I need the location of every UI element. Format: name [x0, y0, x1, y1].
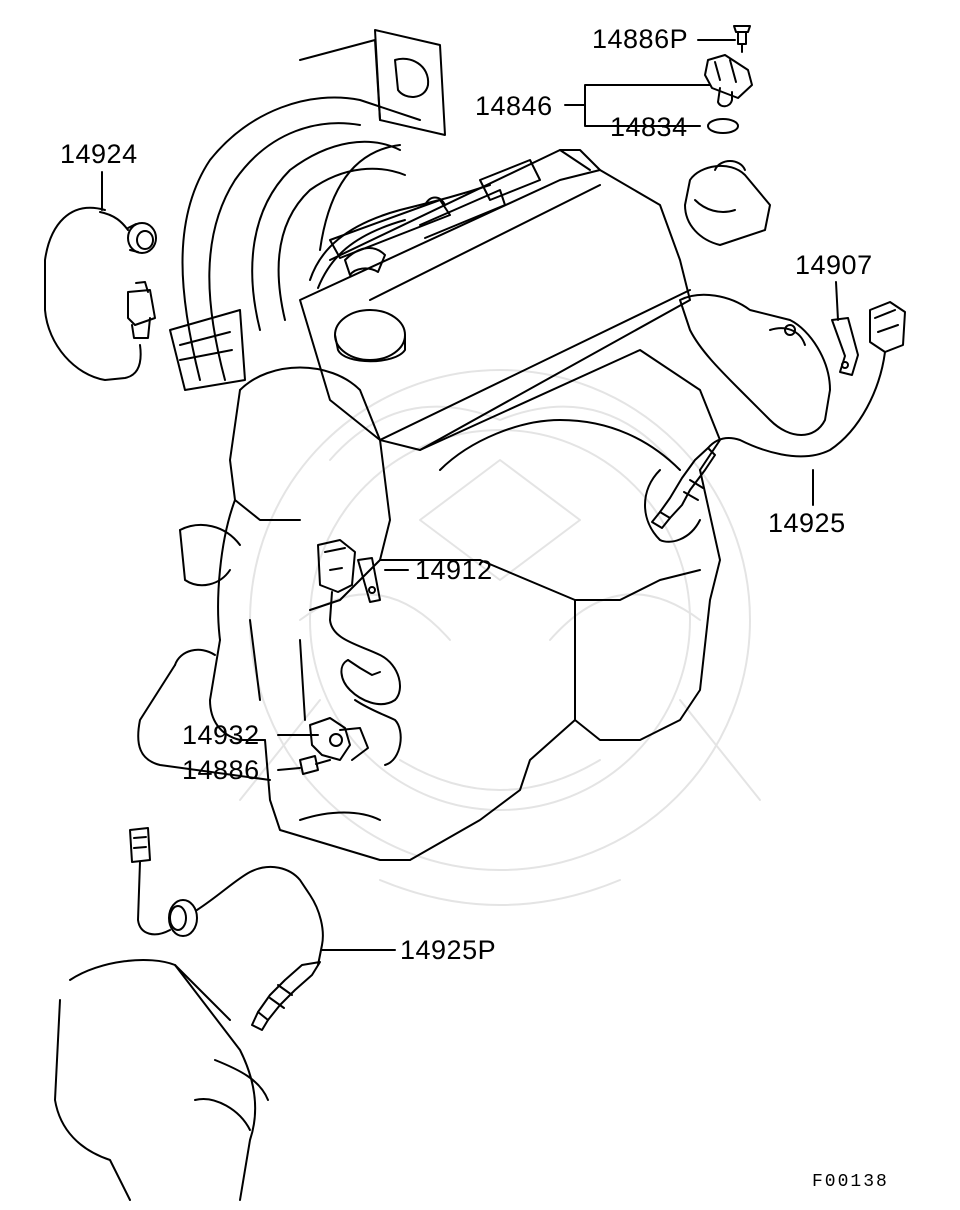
figure-code: F00138	[812, 1172, 889, 1192]
crankshaft-sensor-14932	[310, 718, 368, 760]
crankshaft-sensor-harness-14912	[318, 540, 401, 765]
exhaust-pipe	[55, 960, 268, 1200]
bolt-14886	[300, 756, 330, 774]
engine-block	[138, 30, 830, 860]
oxygen-sensor-14925P	[130, 828, 323, 1030]
label-14907: 14907	[795, 250, 873, 280]
label-14886P: 14886P	[592, 24, 689, 54]
label-14846: 14846	[475, 91, 553, 121]
label-14912: 14912	[415, 555, 493, 585]
label-14932: 14932	[182, 720, 260, 750]
bracket-14907	[832, 318, 858, 375]
watermark	[240, 370, 760, 905]
label-14924: 14924	[60, 139, 138, 169]
knock-sensor-14924	[45, 208, 156, 380]
leader-lines	[102, 40, 838, 950]
label-14925P: 14925P	[400, 935, 497, 965]
label-14925: 14925	[768, 508, 846, 538]
oxygen-sensor-14925	[652, 302, 905, 528]
camshaft-sensor-14846	[705, 26, 752, 106]
o-ring-14834	[708, 119, 738, 133]
label-14834: 14834	[610, 112, 688, 142]
label-14886: 14886	[182, 755, 260, 785]
